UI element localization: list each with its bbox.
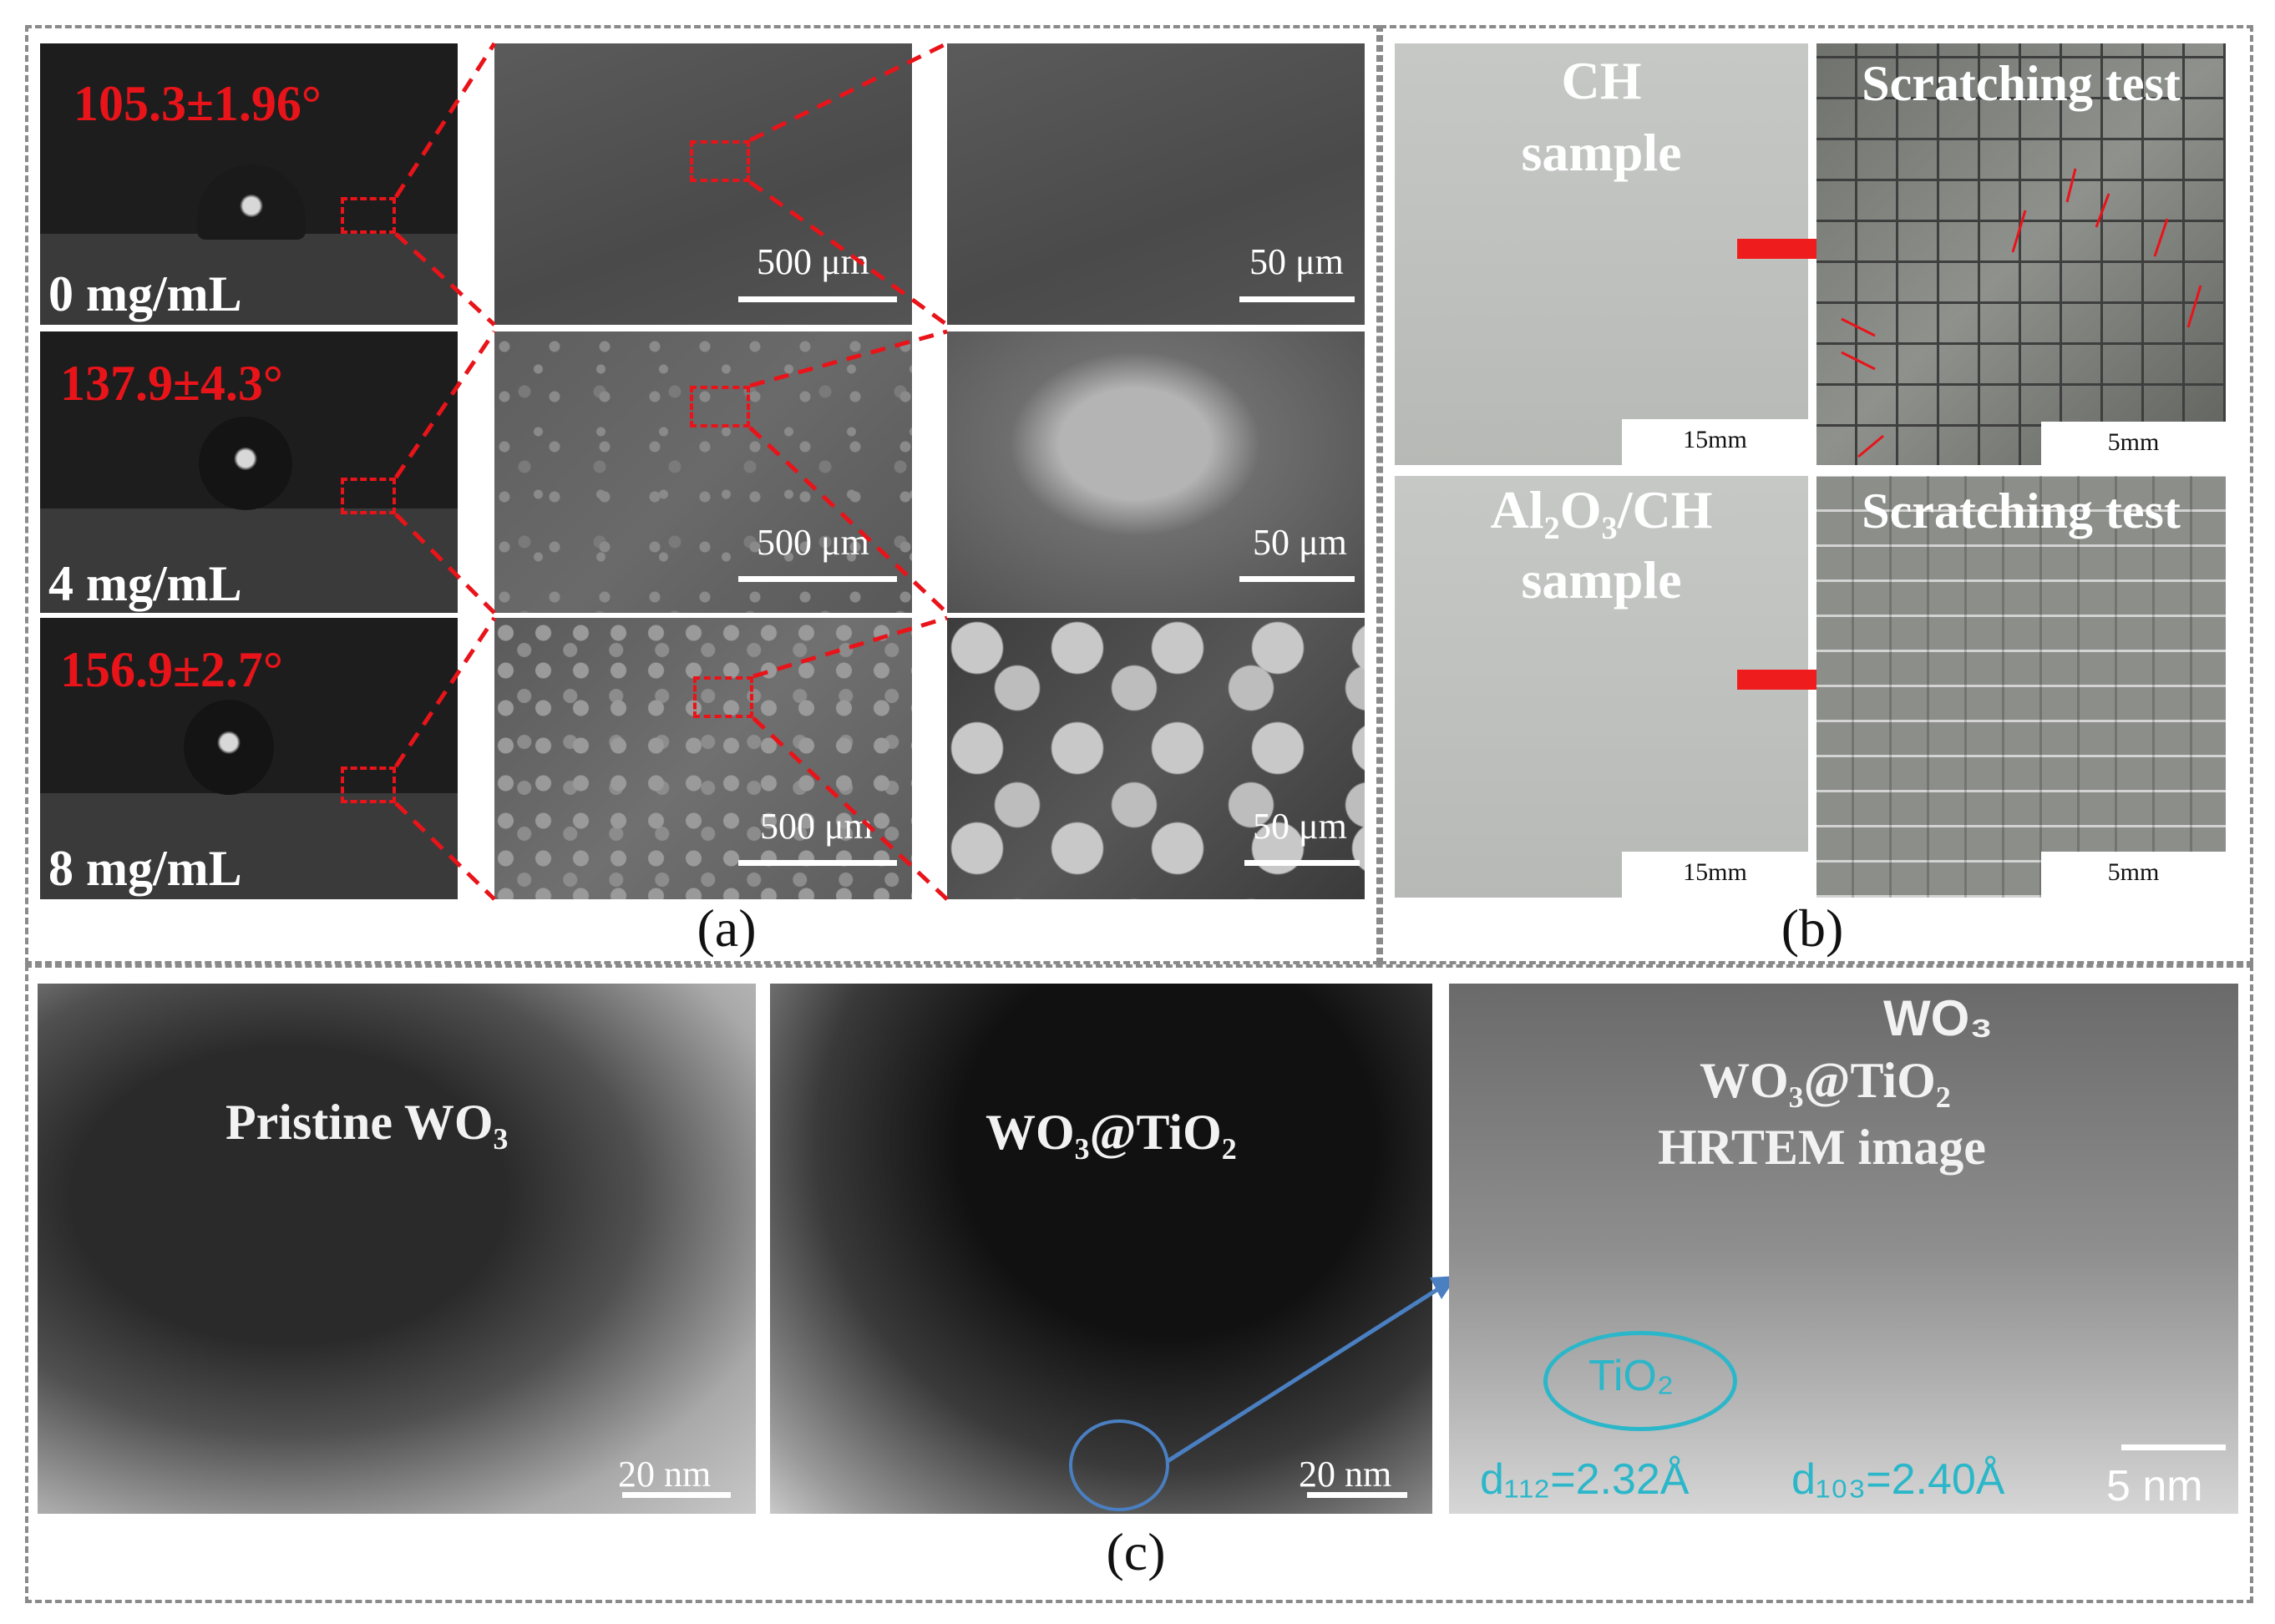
concentration-label: 8 mg/mL — [48, 841, 242, 896]
red-marker-arrows — [1841, 168, 2202, 458]
ch-sample-title-line1: CH — [1561, 51, 1642, 110]
tio2-label: TiO₂ — [1588, 1352, 1675, 1400]
zoom-region-box — [690, 140, 750, 182]
contact-angle-image-8 — [40, 618, 458, 899]
scale-bar-label: 50 μm — [1253, 806, 1347, 847]
scale-bar-label: 500 μm — [757, 241, 869, 282]
hrtem-wo3-label: WO₃ — [1883, 990, 1994, 1046]
concentration-label: 0 mg/mL — [48, 266, 242, 321]
scale-bar — [2121, 1444, 2226, 1450]
scale-bar-label: 50 μm — [1249, 241, 1344, 282]
scale-bar — [622, 1492, 731, 1498]
d103-spacing-label: d₁₀₃=2.40Å — [1791, 1455, 2005, 1504]
scale-bar — [1244, 860, 1360, 866]
wo3-tio2-label: WO₃@TiO₂ — [985, 1105, 1237, 1160]
zoom-connector-lines — [393, 41, 949, 901]
scale-bar — [738, 860, 897, 866]
scale-bar-label: 20 nm — [1299, 1454, 1392, 1495]
al2o3-scratch-test-photo — [1816, 476, 2226, 898]
hrtem-title: HRTEM image — [1658, 1120, 1986, 1175]
scale-bar — [738, 576, 897, 582]
scale-bar-label: 500 μm — [757, 522, 869, 563]
hrtem-composite-label: WO₃@TiO₂ — [1700, 1053, 1951, 1108]
tio2-region-circle — [1069, 1419, 1169, 1511]
scale-label-box: 15mm — [1622, 419, 1808, 465]
scale-label-box: 5mm — [2041, 852, 2226, 898]
scale-bar-label: 20 nm — [618, 1454, 712, 1495]
scratch-test-title: Scratching test — [1862, 56, 2181, 111]
sem-low-mag-image-0 — [494, 43, 912, 325]
panel-a-label: (a) — [697, 898, 757, 958]
panel-a-frame — [25, 25, 1380, 964]
sem-high-mag-image-0 — [947, 43, 1365, 325]
concentration-label: 4 mg/mL — [48, 556, 242, 611]
scale-bar — [1239, 576, 1355, 582]
tio2-ellipse — [1543, 1331, 1737, 1431]
scale-bar — [1239, 296, 1355, 302]
contact-angle-image-4 — [40, 331, 458, 613]
contact-angle-value: 105.3±1.96° — [73, 76, 322, 131]
scratch-test-title: Scratching test — [1862, 483, 2181, 539]
sem-high-mag-image-8 — [947, 618, 1365, 899]
water-droplet — [184, 700, 274, 795]
scale-label-box: 15mm — [1622, 852, 1808, 898]
hrtem-image — [1449, 984, 2238, 1514]
ch-sample-title-line2: sample — [1521, 123, 1682, 182]
panel-b-label: (b) — [1781, 898, 1844, 958]
zoom-region-box — [341, 478, 396, 514]
scale-label-box: 5mm — [2041, 422, 2226, 465]
zoom-region-box — [341, 766, 396, 803]
contact-angle-value: 137.9±4.3° — [60, 356, 283, 411]
sem-low-mag-image-8 — [494, 618, 912, 899]
panel-b-frame — [1380, 25, 2253, 964]
contact-angle-image-0 — [40, 43, 458, 325]
scale-bar — [1307, 1492, 1407, 1498]
panel-c-label: (c) — [1106, 1522, 1166, 1581]
pristine-wo3-label: Pristine WO₃ — [225, 1095, 509, 1150]
zoom-region-box — [693, 676, 753, 718]
water-droplet — [199, 417, 292, 510]
al2o3-sample-title-line1: Al₂O₃/CH — [1490, 480, 1713, 539]
zoom-region-box — [690, 386, 750, 428]
panel-c-frame — [25, 964, 2253, 1603]
scale-bar-label: 50 μm — [1253, 522, 1347, 563]
zoom-region-box — [341, 197, 396, 234]
contact-angle-value: 156.9±2.7° — [60, 642, 283, 697]
al2o3-sample-title-line2: sample — [1521, 550, 1682, 610]
scale-bar-label: 5 nm — [2106, 1462, 2203, 1510]
sem-high-mag-image-4 — [947, 331, 1365, 613]
tem-image-pristine-wo3 — [38, 984, 756, 1514]
ch-scratch-test-photo — [1816, 43, 2226, 465]
scale-bar — [738, 296, 897, 302]
sem-low-mag-image-4 — [494, 331, 912, 613]
d112-spacing-label: d₁₁₂=2.32Å — [1480, 1455, 1690, 1504]
